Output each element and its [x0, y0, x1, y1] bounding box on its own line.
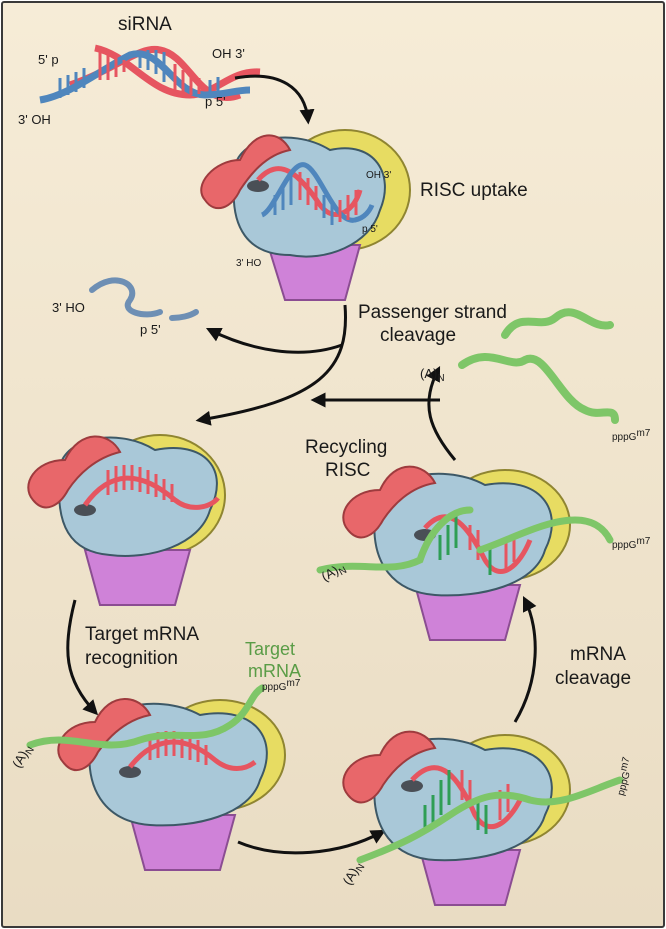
released-polya-label: (A)N: [420, 366, 445, 384]
arrow-to-released-mrna: [426, 365, 457, 461]
fragment-3ho-label: 3' HO: [52, 300, 85, 315]
released-mrna: [458, 308, 619, 424]
target-mrna-label-line1: Target: [245, 639, 295, 659]
arrow-mrna-cleavage: [513, 595, 537, 723]
oh3-small-label: OH 3': [366, 170, 391, 181]
passenger-strand-label-line1: Passenger strand: [358, 302, 507, 323]
p5-small-label: p 5': [362, 224, 378, 235]
loaded-risc-complex: [27, 434, 226, 606]
target-recognition-label-line1: Target mRNA: [85, 624, 199, 645]
cleaving-cap-label: pppGm7: [612, 536, 651, 551]
three-ho-small-label: 3' HO: [236, 258, 261, 269]
arrow-to-loaded-risc: [195, 304, 348, 426]
pairing-complex: [342, 730, 624, 906]
mrna-cleavage-label-line1: mRNA: [570, 644, 626, 665]
recycling-label-line2: RISC: [325, 460, 370, 481]
recognition-cap-label: pppGm7: [262, 678, 301, 693]
target-recognition-label-line2: recognition: [85, 648, 178, 669]
p-five-prime-label: p 5': [205, 94, 226, 109]
risc-uptake-complex: [200, 129, 411, 301]
oh-three-prime-label: OH 3': [212, 46, 245, 61]
arrow-target-recognition: [66, 599, 99, 716]
fragment-p5-label: p 5': [140, 322, 161, 337]
sirna-label: siRNA: [118, 14, 172, 35]
target-mrna-label-line2: mRNA: [248, 661, 301, 681]
recycling-label-line1: Recycling: [305, 437, 387, 458]
arrow-to-risc: [234, 74, 315, 125]
cleaving-complex: [316, 465, 614, 641]
arrow-to-pairing: [237, 829, 386, 855]
arrow-to-passenger-fragments: [205, 327, 343, 354]
passenger-fragments: [89, 277, 199, 321]
five-prime-label: 5' p: [38, 52, 59, 67]
passenger-strand-label-line2: cleavage: [380, 325, 456, 346]
three-prime-oh-label: 3' OH: [18, 112, 51, 127]
sirna-duplex: [39, 44, 261, 104]
target-recognition-complex: [26, 684, 286, 871]
mrna-cleavage-label-line2: cleavage: [555, 668, 631, 689]
released-cap-label: pppGm7: [612, 428, 651, 443]
risc-uptake-label: RISC uptake: [420, 180, 528, 201]
